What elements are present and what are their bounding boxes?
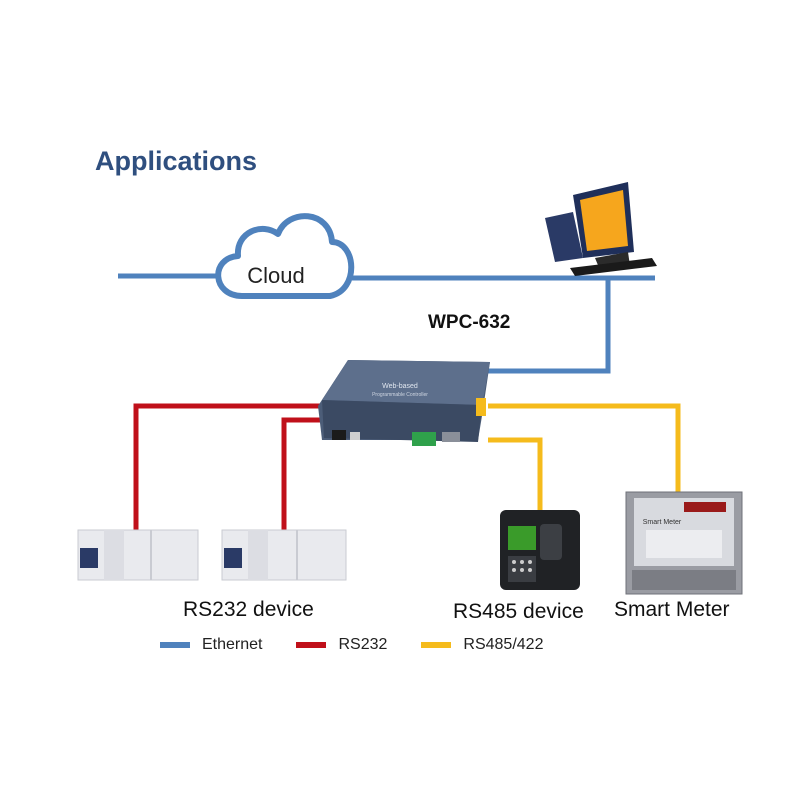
rs232-device-1 (77, 529, 199, 581)
rs485-line-meter (488, 403, 681, 496)
legend-item-rs485: RS485/422 (421, 636, 543, 654)
rs232-device-label: RS232 device (183, 598, 314, 621)
controller-face-text-1: Web-based (382, 383, 418, 390)
legend-label-ethernet: Ethernet (202, 636, 263, 653)
rs232-line-2 (281, 417, 320, 530)
legend-swatch-rs485 (421, 642, 452, 648)
legend-item-ethernet: Ethernet (160, 636, 262, 654)
rs485-line-reader (488, 437, 543, 510)
legend-label-rs485: RS485/422 (463, 636, 544, 653)
controller-model-label: WPC-632 (428, 312, 511, 333)
rs232-lines (133, 403, 320, 530)
cloud-label: Cloud (247, 263, 304, 288)
rs485-device-reader (500, 510, 580, 590)
smart-meter-device: Smart Meter (625, 491, 743, 595)
legend-swatch-ethernet (160, 642, 190, 648)
rs485-lines (488, 403, 681, 510)
ethernet-drop-to-controller (488, 278, 611, 374)
controller-face-text-2: Programmable Controller (372, 392, 428, 398)
desktop-computer-icon (545, 182, 657, 276)
cloud-icon (215, 213, 355, 299)
legend-swatch-rs232 (296, 642, 327, 648)
meter-face-text: Smart Meter (643, 519, 682, 526)
rs485-device-label: RS485 device (453, 600, 584, 623)
page-title: Applications (95, 146, 258, 176)
rs232-line-1 (133, 403, 320, 530)
legend: Ethernet RS232 RS485/422 (160, 636, 577, 654)
legend-label-rs232: RS232 (338, 636, 388, 653)
wpc-632-controller: Web-based Programmable Controller (318, 360, 490, 446)
ethernet-lines (118, 273, 655, 374)
legend-item-rs232: RS232 (296, 636, 387, 654)
smart-meter-label: Smart Meter (614, 598, 730, 621)
rs232-device-2 (221, 529, 347, 581)
